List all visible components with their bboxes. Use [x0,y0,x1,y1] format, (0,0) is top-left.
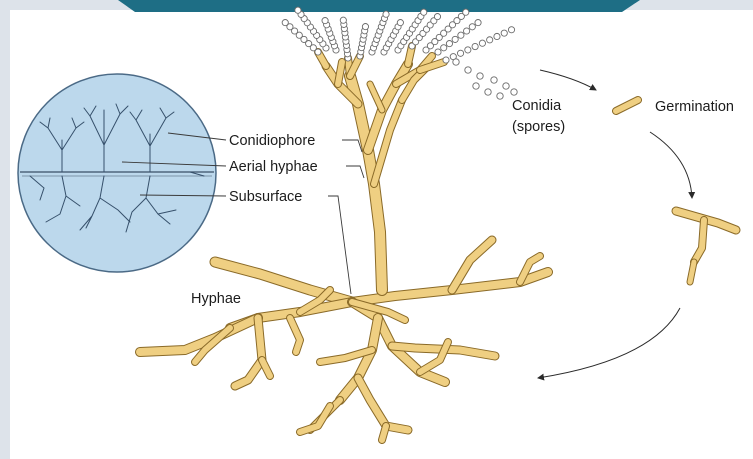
spore-107 [508,27,514,33]
spore-91 [441,45,447,51]
spore-79 [434,14,440,20]
spore-109 [465,67,471,73]
spore-7 [282,20,288,26]
spore-94 [458,32,464,38]
inset-circle [18,74,216,272]
spore-111 [491,77,497,83]
spore-43 [362,24,368,30]
spore-93 [452,36,458,42]
spore-108 [453,59,459,65]
spore-95 [464,28,470,34]
spore-115 [497,93,503,99]
label-hyphae: Hyphae [191,291,241,307]
label-conidiophore: Conidiophore [229,133,315,149]
spore-61 [397,20,403,26]
spore-105 [494,33,500,39]
spore-103 [479,40,485,46]
label-spores: (spores) [512,119,565,135]
spore-97 [475,20,481,26]
spore-102 [472,43,478,49]
colony-cross-section-inset [18,74,216,272]
hypha-down-end [382,426,386,440]
spore-35 [340,17,346,23]
spore-106 [501,30,507,36]
label-conidia: Conidia [512,98,562,114]
spore-116 [511,89,517,95]
spore-100 [457,50,463,56]
spore-101 [465,47,471,53]
header-banner [118,0,640,12]
spore-112 [503,83,509,89]
spore-113 [473,83,479,89]
label-germination: Germination [655,99,734,115]
label-aerial-hyphae: Aerial hyphae [229,159,318,175]
spore-104 [487,37,493,43]
spore-110 [477,73,483,79]
spore-98 [443,57,449,63]
spore-90 [435,49,441,55]
spore-96 [469,24,475,30]
phialide-6 [338,62,342,84]
spore-17 [295,7,301,13]
spore-71 [421,9,427,15]
spore-114 [485,89,491,95]
label-subsurface: Subsurface [229,189,302,205]
spore-92 [446,41,452,47]
spore-25 [322,18,328,24]
spore-53 [383,11,389,17]
spore-89 [463,9,469,15]
